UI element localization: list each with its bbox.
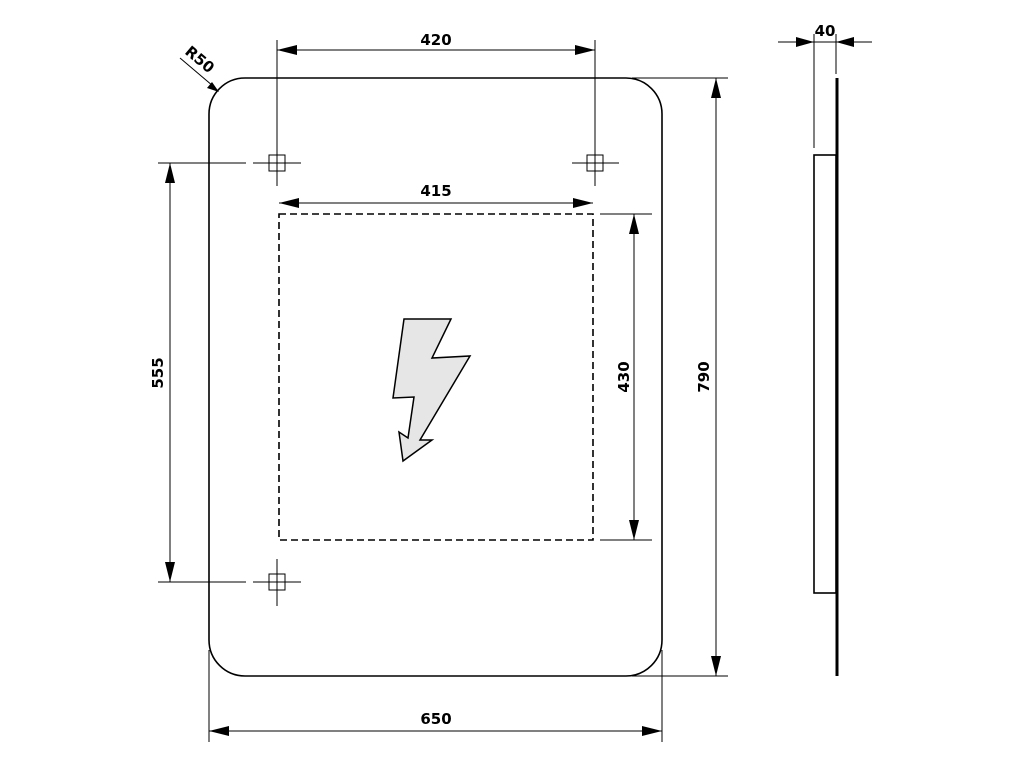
dimension-430: 430 xyxy=(600,213,652,541)
dimension-label-430: 430 xyxy=(615,361,633,392)
dimension-label-40: 40 xyxy=(815,22,836,40)
mounting-frame xyxy=(813,154,837,594)
dimension-650: 650 xyxy=(208,650,663,742)
front-view xyxy=(208,77,663,677)
dimension-label-790: 790 xyxy=(695,361,713,392)
mirror-outline xyxy=(208,77,663,677)
radius-callout: R50 xyxy=(179,42,219,92)
dimension-420: 420 xyxy=(276,31,596,150)
dimension-label-420: 420 xyxy=(420,31,451,49)
dimension-555: 555 xyxy=(149,162,246,583)
mounting-hole-bottom-left xyxy=(253,559,301,606)
lightning-bolt-icon xyxy=(392,318,472,463)
dimension-790: 790 xyxy=(632,77,728,677)
dimension-label-650: 650 xyxy=(420,710,451,728)
cutout-area xyxy=(278,213,594,541)
radius-label: R50 xyxy=(181,42,217,77)
dimension-label-415: 415 xyxy=(420,182,451,200)
dimension-415: 415 xyxy=(279,182,593,208)
side-view: 40 xyxy=(778,22,872,676)
dimension-40: 40 xyxy=(778,22,872,148)
dimension-label-555: 555 xyxy=(149,357,167,388)
